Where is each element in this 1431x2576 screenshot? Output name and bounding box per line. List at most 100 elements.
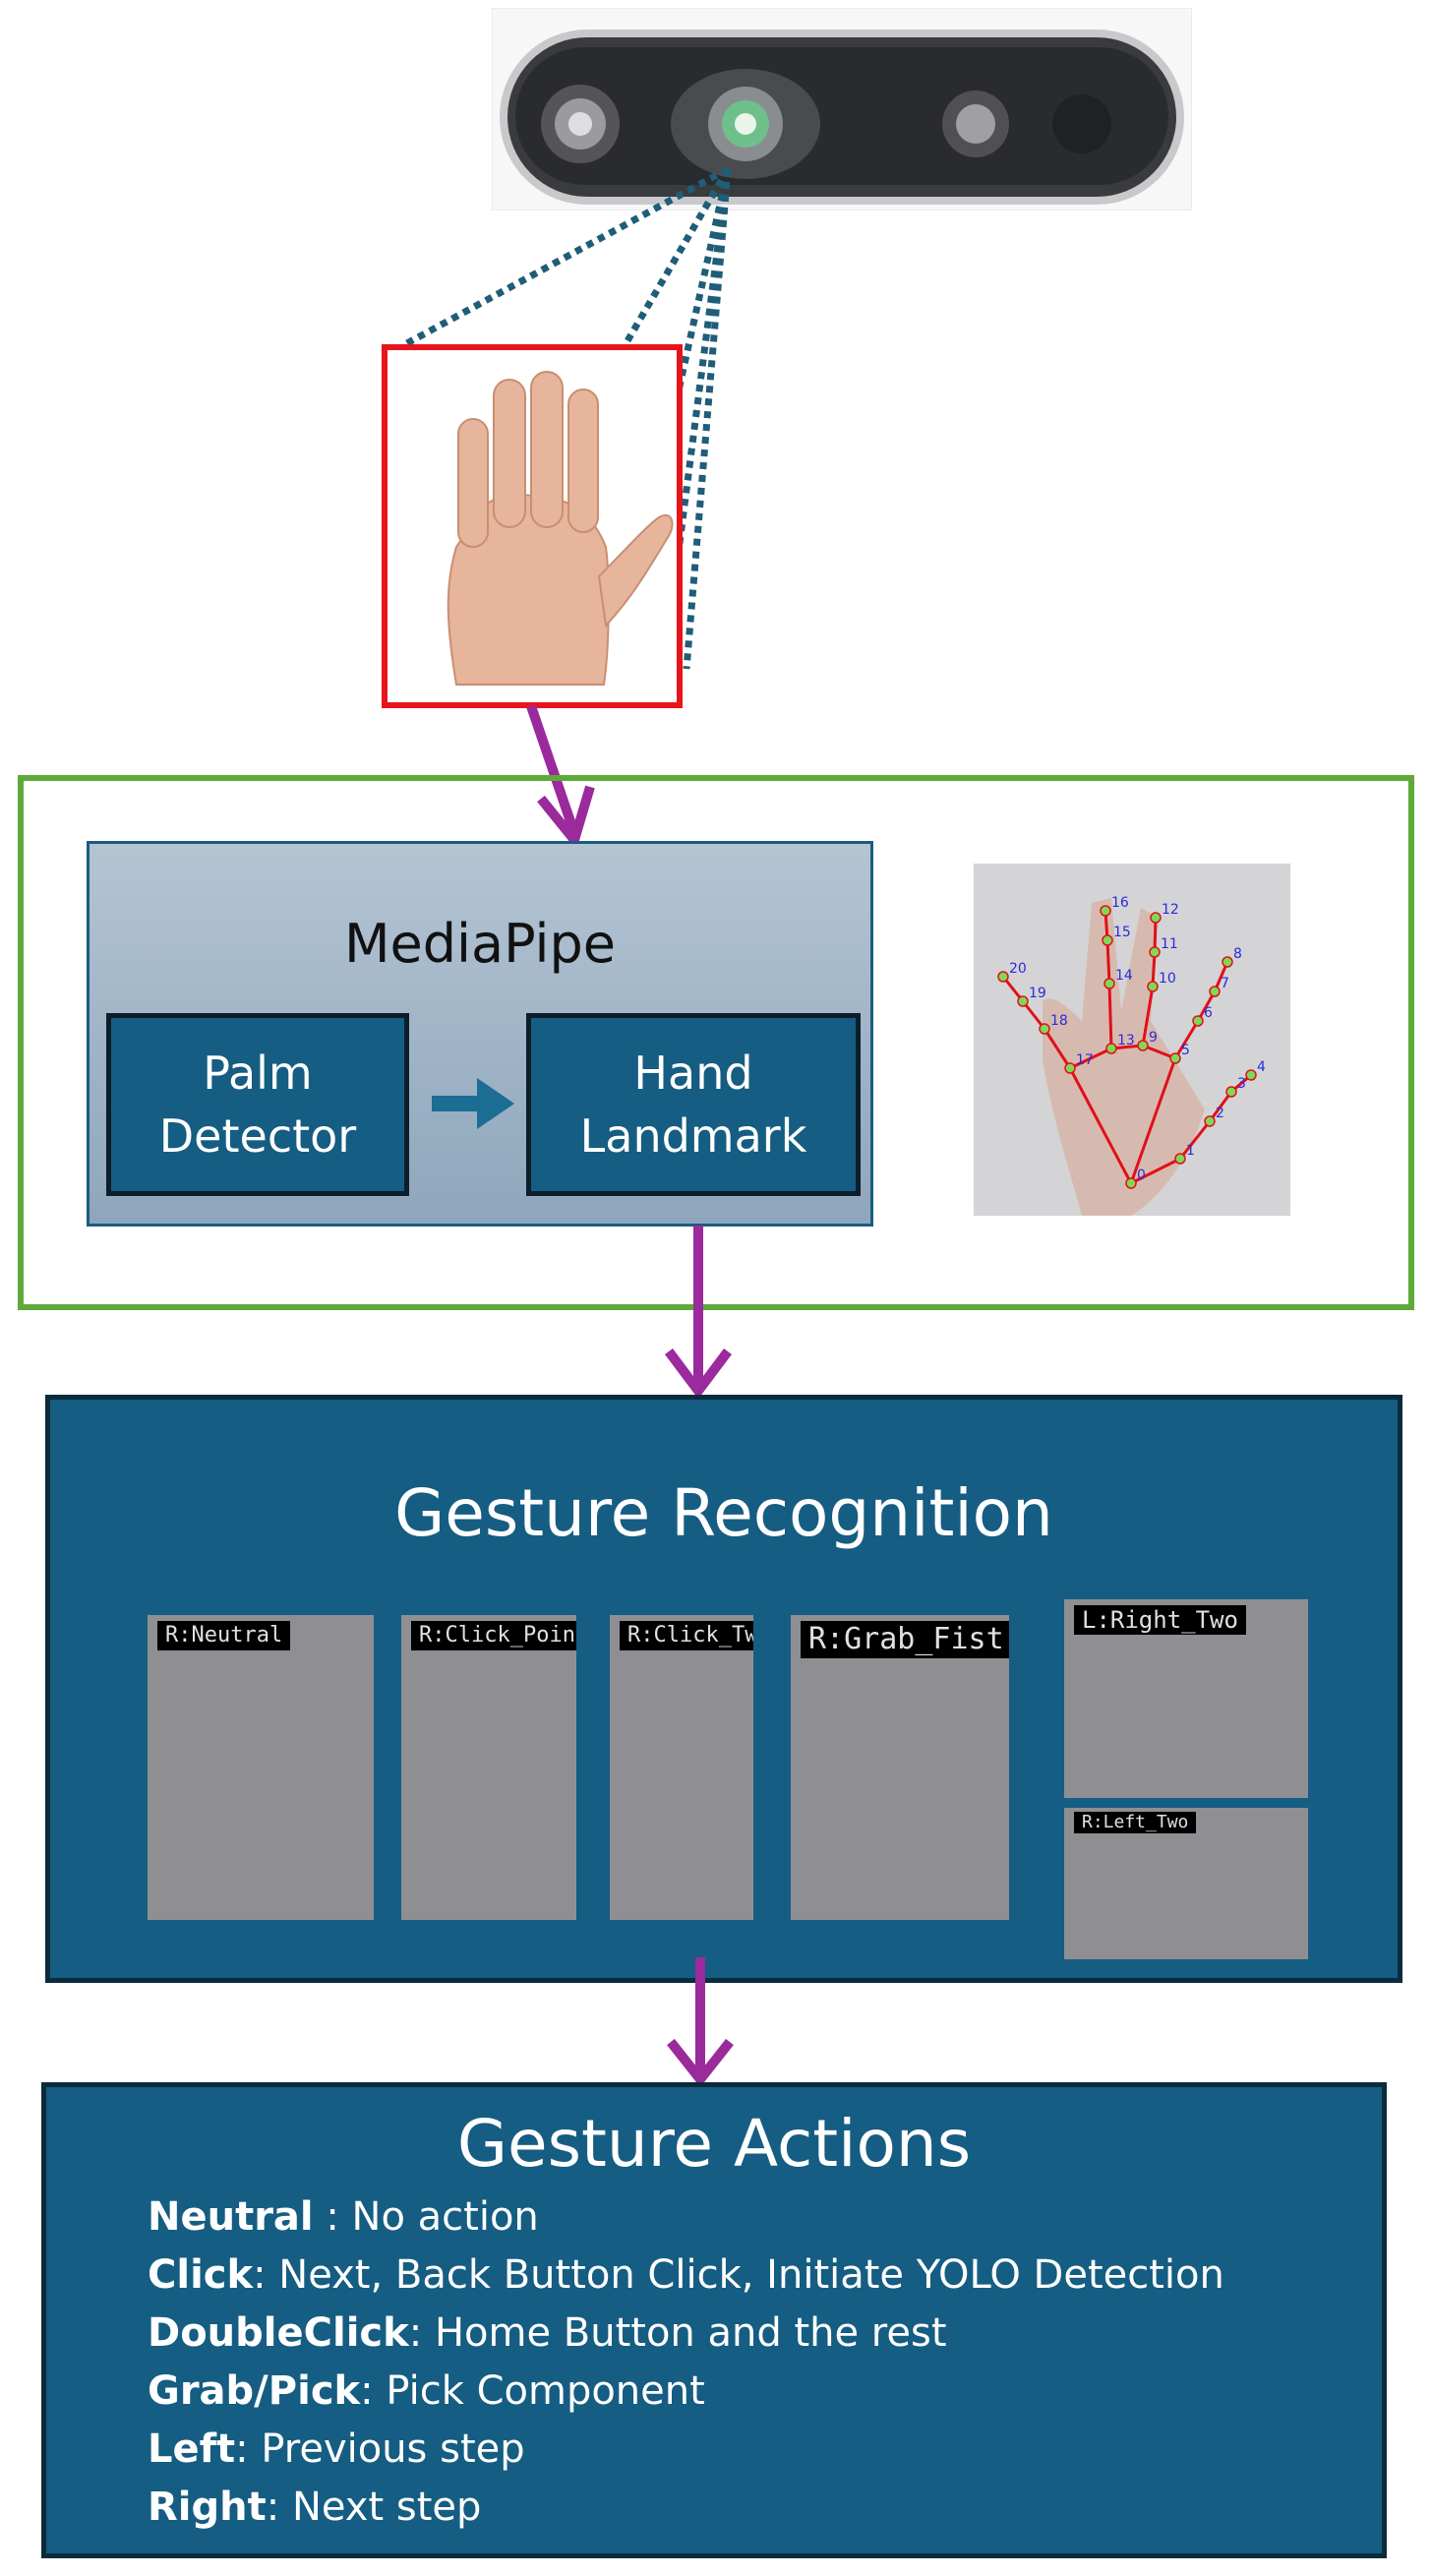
gesture-label: R:Left_Two (1074, 1812, 1197, 1833)
processing-region (18, 775, 1414, 1310)
landmark-link (1178, 1120, 1212, 1160)
landmark-point (1137, 1040, 1149, 1051)
landmark-link (1208, 1091, 1233, 1122)
gesture-label: R:Grab_Fist (801, 1621, 1009, 1658)
gesture-label: R:Click_Two (620, 1621, 753, 1650)
landmark-point (1105, 1043, 1117, 1054)
landmark-number: 17 (1076, 1052, 1094, 1068)
landmark-point (1017, 995, 1029, 1007)
landmark-number: 2 (1216, 1106, 1224, 1121)
gesture-thumb-right-two: L:Right_Two (1064, 1599, 1308, 1798)
landmark-link (1129, 1057, 1177, 1184)
landmark-number: 9 (1149, 1030, 1158, 1046)
flow-arrow-recognition-to-actions (667, 1957, 734, 2085)
landmark-number: 18 (1050, 1013, 1068, 1029)
landmark-link (1151, 951, 1157, 988)
landmark-point (1174, 1153, 1186, 1165)
gesture-thumb-neutral: R:Neutral (148, 1615, 374, 1920)
action-separator: : (266, 2485, 292, 2530)
open-hand-image (388, 350, 677, 702)
gesture-thumb-click-two: R:Click_Two (610, 1615, 753, 1920)
landmark-link (1043, 1028, 1072, 1069)
landmark-point (1150, 912, 1162, 924)
action-description: Pick Component (386, 2368, 705, 2414)
gesture-actions-title: Gesture Actions (456, 2106, 972, 2182)
landmark-point (1064, 1062, 1076, 1074)
mediapipe-title: MediaPipe (343, 913, 617, 975)
action-name: Neutral (148, 2194, 314, 2240)
gesture-label: R:Click_Point (411, 1621, 576, 1650)
action-name: Left (148, 2426, 236, 2472)
landmark-point (1169, 1052, 1181, 1064)
action-description: Home Button and the rest (434, 2310, 947, 2356)
landmark-number: 8 (1233, 946, 1242, 962)
action-separator: : (408, 2310, 435, 2356)
gesture-thumb-grab-fist: R:Grab_Fist (791, 1615, 1009, 1920)
action-separator: : (313, 2194, 352, 2240)
gesture-recognition-title: Gesture Recognition (394, 1475, 1053, 1551)
landmark-point (1149, 946, 1161, 958)
gesture-actions-panel (41, 2082, 1387, 2558)
landmark-link (1153, 917, 1158, 953)
landmark-point (1147, 981, 1159, 992)
action-row: Left: Previous step (148, 2421, 1367, 2479)
action-description: Next, Back Button Click, Initiate YOLO D… (278, 2252, 1224, 2298)
landmark-point (1039, 1023, 1050, 1035)
action-description: Next step (291, 2485, 482, 2530)
palm-to-landmark-arrow (432, 1078, 514, 1129)
action-row: Grab/Pick: Pick Component (148, 2363, 1367, 2421)
action-name: Click (148, 2252, 254, 2298)
landmark-number: 6 (1204, 1005, 1213, 1021)
hand-input-frame (382, 344, 683, 708)
action-description: No action (351, 2194, 539, 2240)
landmark-point (1222, 956, 1233, 968)
camera-view-lines (403, 165, 732, 670)
landmark-number: 20 (1009, 961, 1027, 977)
action-name: Right (148, 2485, 267, 2530)
landmark-number: 15 (1113, 925, 1131, 940)
gesture-thumb-left-two: R:Left_Two (1064, 1808, 1308, 1959)
flow-arrow-mediapipe-to-recognition (665, 1226, 732, 1399)
landmark-number: 4 (1257, 1059, 1266, 1075)
landmark-point (1245, 1069, 1257, 1081)
landmark-link (1142, 1044, 1176, 1060)
action-row: Right: Next step (148, 2479, 1367, 2537)
landmark-point (1125, 1177, 1137, 1189)
landmark-link (1069, 1047, 1112, 1070)
gesture-label: R:Neutral (157, 1621, 291, 1650)
landmark-number: 3 (1237, 1076, 1246, 1092)
landmark-link (1105, 939, 1111, 985)
landmark-number: 11 (1161, 936, 1178, 952)
landmark-link (1141, 986, 1155, 1047)
landmark-number: 7 (1221, 976, 1229, 991)
landmark-point (1102, 934, 1113, 946)
landmark-number: 10 (1159, 971, 1176, 987)
hand-landmark-block: Hand Landmark (526, 1013, 861, 1196)
landmark-point (1100, 905, 1111, 917)
landmark-number: 12 (1162, 902, 1179, 918)
palm-detector-block: Palm Detector (106, 1013, 409, 1196)
landmark-point (1225, 1086, 1237, 1098)
action-row: DoubleClick: Home Button and the rest (148, 2305, 1367, 2363)
landmark-link (1130, 1157, 1181, 1185)
landmark-point (1192, 1015, 1204, 1027)
gesture-label: L:Right_Two (1074, 1605, 1246, 1635)
landmark-link (1107, 983, 1113, 1049)
landmark-link (1021, 1000, 1046, 1030)
action-description: Previous step (261, 2426, 525, 2472)
landmark-number: 1 (1186, 1143, 1195, 1159)
landmark-point (1103, 978, 1115, 989)
flow-arrow-hand-to-mediapipe (526, 704, 595, 850)
landmark-number: 13 (1117, 1033, 1135, 1048)
action-separator: : (253, 2252, 279, 2298)
landmark-number: 16 (1111, 895, 1129, 911)
gesture-actions-list: Neutral : No action Click: Next, Back Bu… (148, 2188, 1367, 2537)
action-name: DoubleClick (148, 2310, 409, 2356)
landmark-number: 14 (1115, 968, 1133, 984)
depth-camera-image (492, 8, 1192, 210)
landmark-number: 5 (1181, 1043, 1190, 1058)
action-separator: : (360, 2368, 387, 2414)
landmark-link (1173, 1020, 1200, 1059)
landmark-number: 0 (1137, 1168, 1146, 1183)
